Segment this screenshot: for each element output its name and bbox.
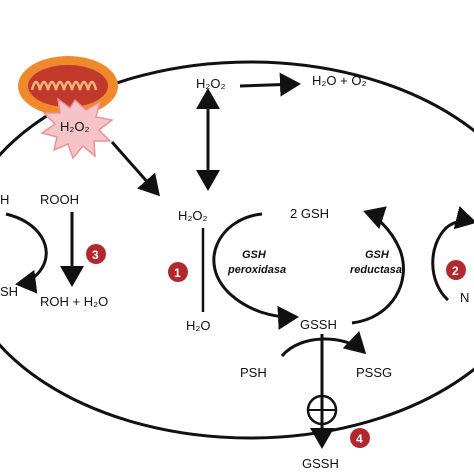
arrow-burst-to-h2o2 — [110, 141, 160, 197]
badge-1: 1 — [168, 262, 188, 282]
h2o2-center-label: H₂O₂ — [178, 208, 208, 223]
gsh-reductasa-line2: reductasa — [350, 264, 402, 276]
gsh-peroxidasa-line1: GSH — [242, 249, 267, 261]
rooh-label: ROOH — [40, 192, 79, 207]
h2o2-top-label: H₂O₂ — [196, 76, 226, 91]
svg-text:4: 4 — [356, 432, 363, 446]
psh-label: PSH — [240, 365, 267, 380]
cell-membrane — [0, 60, 474, 440]
gsh-peroxidasa-line2: peroxidasa — [227, 264, 286, 276]
h2o-o2-label: H₂O + O₂ — [312, 73, 367, 88]
arrow-left-arc — [5, 212, 48, 294]
arrow-gsh-to-gssh — [212, 212, 299, 330]
svg-text:1: 1 — [174, 266, 181, 280]
transporter-icon — [306, 394, 338, 426]
badge-4: 4 — [350, 428, 370, 448]
arrow-nadph-partial — [431, 205, 474, 302]
gssh-center-label: GSSH — [300, 317, 337, 332]
left-sh-label: SH — [0, 284, 18, 299]
arrow-gssh-to-gsh — [351, 206, 405, 325]
pssg-label: PSSG — [356, 365, 392, 380]
badge-3: 3 — [86, 244, 106, 264]
gsh-2-label: 2 GSH — [290, 206, 329, 221]
mitochondrion-icon — [18, 56, 118, 116]
burst-h2o2-label: H₂O₂ — [60, 119, 90, 134]
arrow-catalase — [239, 72, 301, 97]
badge-2: 2 — [446, 260, 466, 280]
ros-burst-icon: H₂O₂ — [40, 97, 114, 160]
left-h-label: H — [0, 192, 9, 207]
right-n-label: N — [460, 290, 469, 305]
svg-text:3: 3 — [92, 248, 99, 262]
roh-h2o-label: ROH + H₂O — [40, 294, 108, 309]
svg-text:2: 2 — [452, 264, 459, 278]
gsh-reductasa-line1: GSH — [365, 249, 390, 261]
h2o-center-label: H₂O — [186, 318, 211, 333]
gssh-out-label: GSSH — [302, 456, 339, 471]
